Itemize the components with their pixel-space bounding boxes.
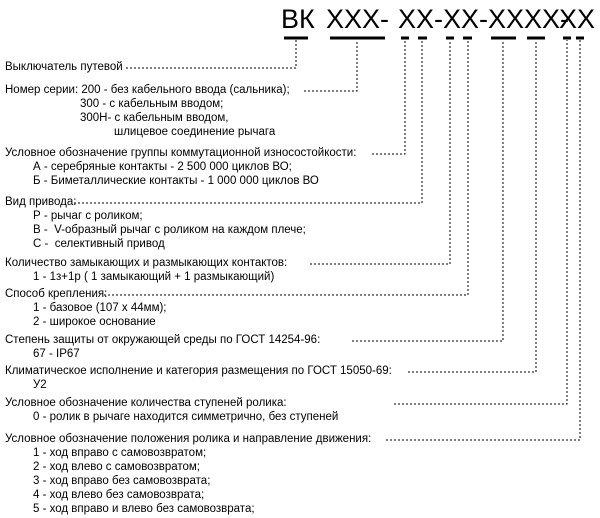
section-3-line-1: В - V-образный рычаг с роликом на каждом… [33,224,306,236]
code-series: ХХХ- [326,4,390,34]
section-5-line-0: 1 - базовое (107 х 44мм); [33,302,167,314]
section-9-header: Условное обозначение положения ролика и … [5,433,372,445]
section-6-header: Степень защиты от окружающей среды по ГО… [5,334,321,346]
section-5-line-1: 2 - широкое основание [33,316,156,328]
section-2-line-0: А - серебряные контакты - 2 500 000 цикл… [33,161,292,173]
section-1-line-2: шлицевое соединение рычага [114,126,276,138]
code-segment-3: ХХ- [443,4,489,34]
section-8-line-0: 0 - ролик в рычаге находится симметрично… [33,411,339,423]
section-2-header: Условное обозначение группы коммутационн… [5,147,357,159]
section-9-line-0: 1 - ход вправо с самовозвратом; [33,447,207,459]
section-1-line-1: 300Н- с кабельным вводом, [80,112,229,124]
section-2-line-1: Б - Биметаллические контакты - 1 000 000… [33,175,319,187]
section-3-line-2: С - селективный привод [33,238,165,250]
section-8-header: Условное обозначение количества ступеней… [5,397,287,409]
section-9-line-2: 3 - ход вправо без самовозврата; [33,475,211,487]
leader-line-2 [372,40,406,155]
section-6-line-0: 67 - IP67 [33,348,80,360]
leader-line-0 [126,40,297,69]
code-segment-4: ХХХХ- [488,4,570,34]
leader-line-5 [104,40,469,296]
leader-line-1 [304,40,358,92]
section-9-line-3: 4 - ход влево без самовозврата; [33,489,205,501]
section-9-line-1: 2 - ход влево с самовозвратом; [33,461,201,473]
section-7-line-0: У2 [33,379,47,391]
section-1-line-0: 300 - с кабельным вводом; [80,98,224,110]
code-segment-2: ХХ- [398,4,444,34]
section-5-header: Способ крепления: [5,288,108,300]
leader-line-7 [408,40,537,373]
leader-line-3 [74,40,423,204]
section-1-header: Номер серии: 200 - без кабельного ввода … [5,84,290,96]
leader-line-8 [394,40,568,405]
section-4-header: Количество замыкающих и размыкающих конт… [5,257,288,269]
code-segment-5: ХХ [559,4,596,34]
section-0-header: Выключатель путевой [5,61,123,73]
leader-line-4 [310,40,451,265]
section-7-header: Климатическое исполнение и категория раз… [5,365,392,377]
section-3-line-0: Р - рычаг с роликом; [33,210,143,222]
section-9-line-4: 5 - ход вправо и влево без самовозврата; [33,503,255,515]
leader-line-9 [386,40,581,441]
leader-line-6 [352,40,504,342]
code-prefix: ВК [281,4,315,34]
section-3-header: Вид привода: [5,196,77,208]
section-4-line-0: 1 - 1з+1р ( 1 замыкающий + 1 размыкающий… [33,271,275,283]
